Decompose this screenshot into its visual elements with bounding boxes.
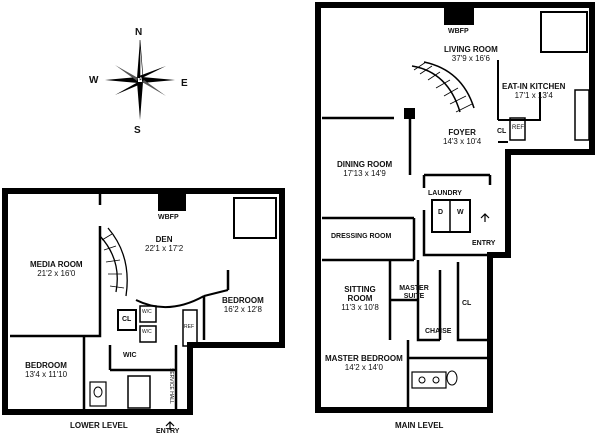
dining-room-name: DINING ROOM [337, 160, 393, 169]
compass-west-label: W [89, 75, 99, 86]
bedroom-left-label: BEDROOM 13'4 x 11'10 [25, 361, 67, 379]
wc-1-label: W/C [142, 309, 152, 315]
bedroom-right-dims: 16'2 x 12'8 [223, 305, 262, 315]
bedroom-right-name: BEDROOM [222, 296, 264, 305]
dining-room-dims: 17'13 x 14'9 [343, 169, 386, 179]
main-level-title: MAIN LEVEL [395, 421, 444, 430]
compass-north-label: N [135, 27, 143, 38]
lower-level-title: LOWER LEVEL [70, 421, 128, 430]
wc-2-label: W/C [142, 329, 152, 335]
chaise-label: CHAISE [425, 328, 452, 335]
master-bedroom-label: MASTER BEDROOM 14'2 x 14'0 [325, 354, 403, 372]
living-room-name: LIVING ROOM [444, 45, 498, 54]
master-closet-label: CL [462, 300, 472, 307]
lower-wbfp-label: WBFP [158, 214, 179, 221]
master-suite-label: MASTER SUITE [399, 285, 429, 301]
bedroom-left-dims: 13'4 x 11'10 [25, 370, 68, 380]
main-level-plan [315, 2, 595, 413]
main-wbfp-label: WBFP [448, 28, 469, 35]
sitting-room-name: SITTING ROOM [344, 285, 376, 304]
compass-east-label: E [181, 78, 188, 89]
wic-label: WIC [123, 352, 137, 359]
foyer-dims: 14'3 x 10'4 [443, 137, 482, 147]
lower-closet-label: CL [122, 316, 132, 323]
dryer-label: D [438, 209, 444, 216]
kitchen-dims: 17'1 x 13'4 [514, 91, 553, 101]
media-room-dims: 21'2 x 16'0 [37, 269, 76, 279]
laundry-label: LAUNDRY [428, 190, 462, 197]
foyer-name: FOYER [448, 128, 476, 137]
kitchen-label: EAT-IN KITCHEN 17'1 x 13'4 [502, 82, 565, 100]
compass-rose [105, 39, 175, 120]
media-room-label: MEDIA ROOM 21'2 x 16'0 [30, 260, 83, 278]
living-room-dims: 37'9 x 16'6 [451, 54, 490, 64]
sitting-room-dims: 11'3 x 10'8 [341, 303, 379, 313]
washer-label: W [457, 209, 464, 216]
sitting-room-label: SITTING ROOM 11'3 x 10'8 [336, 285, 384, 313]
dressing-room-label: DRESSING ROOM [331, 233, 392, 240]
dining-room-label: DINING ROOM 17'13 x 14'9 [337, 160, 392, 178]
bedroom-right-label: BEDROOM 16'2 x 12'8 [222, 296, 264, 314]
media-room-name: MEDIA ROOM [30, 260, 83, 269]
service-hall-label: SERVICE HALL [167, 367, 174, 404]
den-name: DEN [155, 235, 173, 244]
lower-ref-label: REF [184, 324, 194, 330]
kitchen-name: EAT-IN KITCHEN [502, 82, 566, 91]
bedroom-left-name: BEDROOM [25, 361, 67, 370]
foyer-closet-label: CL [497, 128, 507, 135]
lower-level-plan [2, 188, 285, 430]
den-label: DEN 22'1 x 17'2 [145, 235, 183, 253]
living-room-label: LIVING ROOM 37'9 x 16'6 [444, 45, 498, 63]
master-bedroom-dims: 14'2 x 14'0 [344, 363, 383, 373]
main-ref-label: REF [512, 125, 524, 131]
den-dims: 22'1 x 17'2 [145, 244, 184, 254]
main-entry-label: ENTRY [472, 240, 496, 247]
master-bedroom-name: MASTER BEDROOM [325, 354, 403, 363]
foyer-label: FOYER 14'3 x 10'4 [443, 128, 481, 146]
compass-south-label: S [134, 125, 141, 136]
lower-entry-label: ENTRY [156, 428, 180, 435]
